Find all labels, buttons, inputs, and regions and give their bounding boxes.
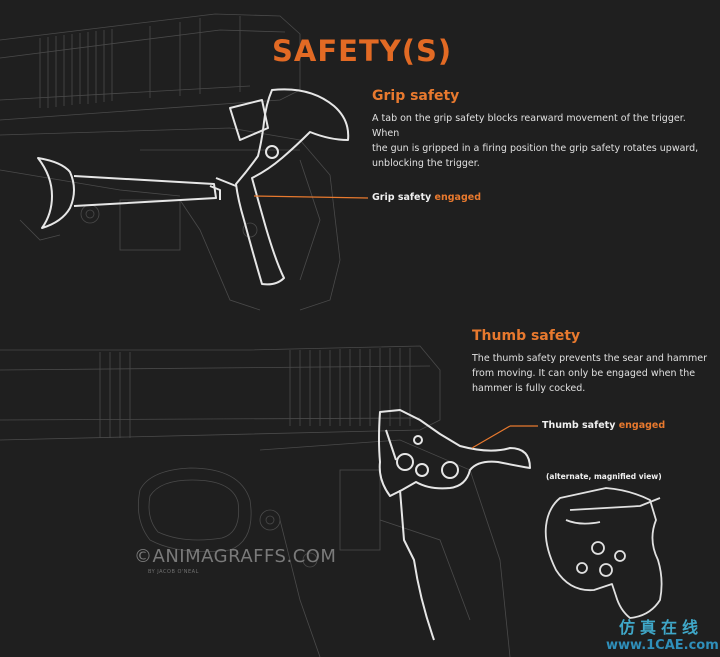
thumb-callout-leader <box>471 425 511 449</box>
alternate-view-note: (alternate, magnified view) <box>546 472 662 481</box>
thumb-description-line: from moving. It can only be engaged when… <box>472 368 696 379</box>
watermark: ©ANIMAGRAFFS.COM <box>134 546 337 567</box>
thumb-description-line: The thumb safety prevents the sear and h… <box>472 353 707 364</box>
grip-safety-description: A tab on the grip safety blocks rearward… <box>372 111 702 171</box>
grip-description-line: the gun is gripped in a firing position … <box>372 143 699 154</box>
page-title: SAFETY(S) <box>272 34 453 68</box>
magnified-thumb-safety <box>544 487 663 619</box>
grip-safety-callout: Grip safety engaged <box>372 192 481 203</box>
watermark-byline: BY JACOB O'NEAL <box>148 569 199 575</box>
thumb-safety-description: The thumb safety prevents the sear and h… <box>472 351 712 396</box>
bottom-pistol-wireframe <box>0 345 511 657</box>
corner-logo-url: www.1CAE.com <box>606 638 719 653</box>
thumb-safety-heading: Thumb safety <box>472 328 581 344</box>
corner-logo: 仿真在线 www.1CAE.com <box>606 614 719 654</box>
thumb-safety-part <box>378 409 531 641</box>
grip-callout-state: engaged <box>434 192 482 203</box>
thumb-callout-label: Thumb safety <box>542 420 616 431</box>
top-pistol-wireframe <box>0 13 341 311</box>
grip-callout-leader <box>253 195 369 199</box>
grip-safety-part <box>37 88 350 286</box>
thumb-safety-callout: Thumb safety engaged <box>542 420 665 431</box>
thumb-callout-state: engaged <box>618 420 666 431</box>
grip-description-line: unblocking the trigger. <box>372 158 480 169</box>
grip-callout-label: Grip safety <box>372 192 432 203</box>
thumb-description-line: hammer is fully cocked. <box>472 383 586 394</box>
grip-description-line: A tab on the grip safety blocks rearward… <box>372 113 686 139</box>
corner-logo-cn: 仿真在线 <box>618 618 703 637</box>
grip-safety-heading: Grip safety <box>372 88 460 104</box>
